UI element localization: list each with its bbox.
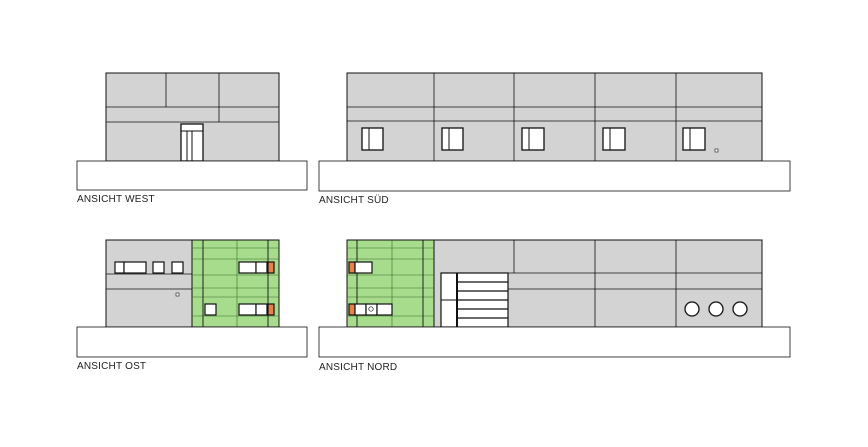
ost-window <box>255 303 268 316</box>
ost-window <box>204 303 217 316</box>
nord-round-window <box>708 301 724 317</box>
sued-window <box>682 127 706 151</box>
sued-window <box>602 127 626 151</box>
label-ansicht-nord: ANSICHT NORD <box>319 362 398 373</box>
ost-ground <box>76 326 308 358</box>
sued-window <box>441 127 464 151</box>
west-ground <box>76 160 308 191</box>
label-ansicht-west: ANSICHT WEST <box>77 194 155 205</box>
elevation-sued <box>318 72 791 192</box>
sued-vent <box>714 148 719 153</box>
ost-accent <box>267 261 275 274</box>
label-ansicht-sued: ANSICHT SÜD <box>319 195 389 206</box>
nord-window <box>354 303 367 316</box>
nord-window <box>376 303 393 316</box>
nord-round-window <box>732 301 748 317</box>
ost-window <box>114 261 125 274</box>
ost-accent <box>267 303 275 316</box>
sued-window <box>521 127 545 151</box>
sued-window <box>361 127 384 151</box>
elevation-west <box>76 72 308 191</box>
ost-window <box>255 261 268 274</box>
elevation-nord <box>318 239 791 358</box>
ost-window <box>238 261 257 274</box>
ost-window <box>238 303 257 316</box>
ost-facade-grey <box>105 239 193 328</box>
nord-round-window <box>684 301 700 317</box>
ost-window <box>152 261 165 274</box>
nord-door-knob <box>368 306 374 312</box>
label-ansicht-ost: ANSICHT OST <box>77 361 147 372</box>
nord-accent <box>348 303 356 316</box>
west-door <box>180 123 204 162</box>
nord-accent <box>348 261 356 274</box>
elevation-ost <box>76 239 308 358</box>
sued-facade <box>346 72 763 162</box>
ost-vent <box>175 292 180 297</box>
sued-ground <box>318 160 791 192</box>
nord-window <box>365 303 378 316</box>
ost-window <box>123 261 147 274</box>
nord-staircase <box>440 272 509 328</box>
nord-ground <box>318 326 791 358</box>
ost-green-grid <box>192 240 279 327</box>
ost-window <box>171 261 184 274</box>
nord-window <box>354 261 373 274</box>
